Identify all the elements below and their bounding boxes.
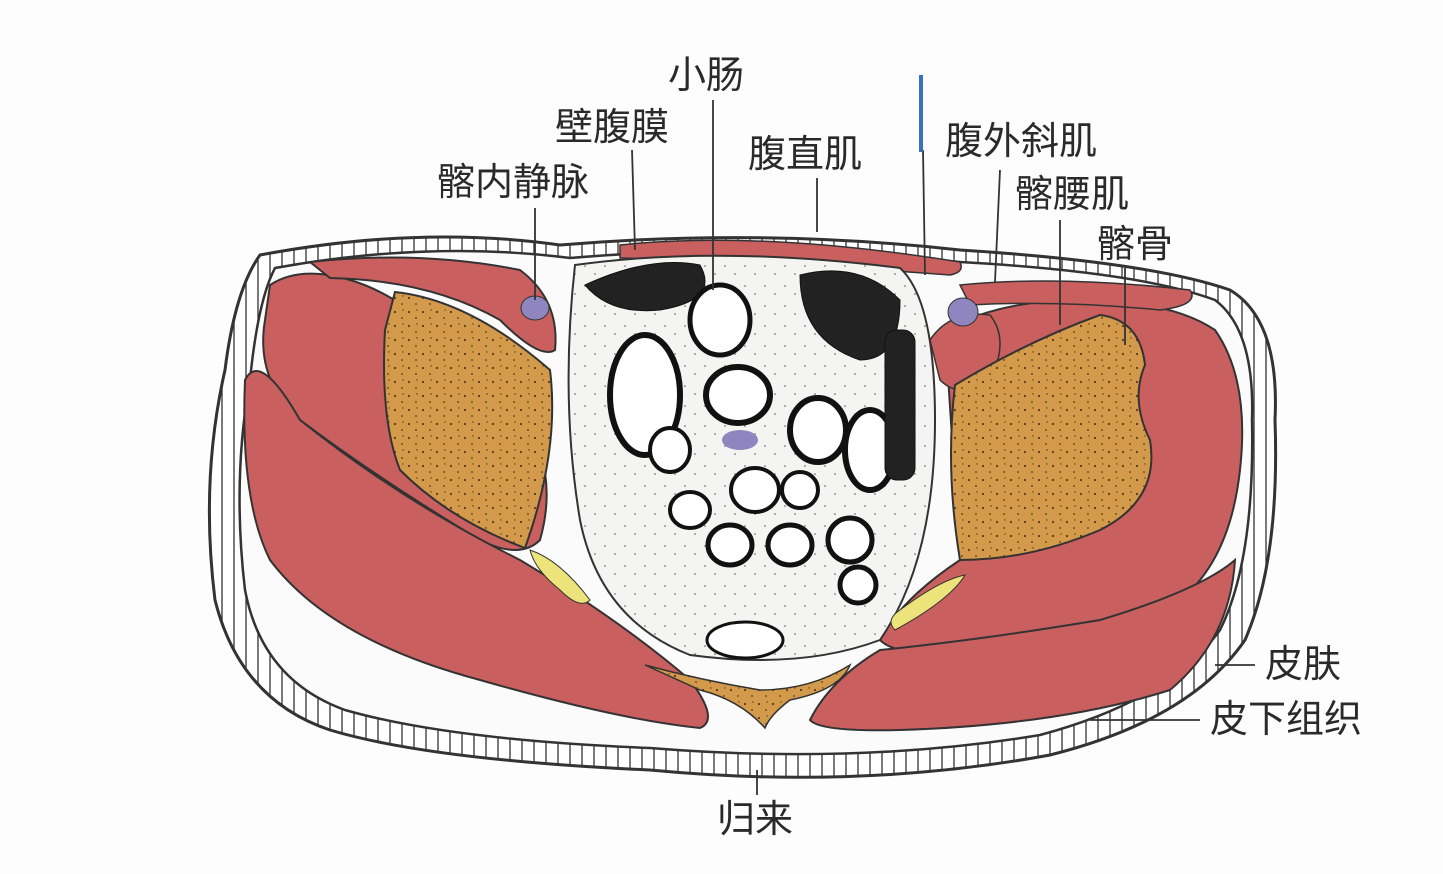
right-gluteus-medius — [808, 557, 1237, 732]
label-subcutaneous-tissue: 皮下组织 — [1210, 697, 1363, 741]
sacrum-coccyx — [644, 663, 852, 730]
right-internal-iliac-vein — [947, 297, 979, 327]
label-acupoint-guilai: 归来 — [717, 797, 794, 841]
label-parietal-peritoneum: 壁腹膜 — [555, 105, 670, 149]
right-ilium-bone — [950, 313, 1153, 562]
label-small-intestine: 小肠 — [668, 53, 745, 97]
central-vessel — [722, 430, 758, 450]
label-internal-iliac-vein: 髂内静脉 — [437, 160, 590, 204]
left-ilium-bone — [383, 290, 554, 550]
small-intestine-loops — [584, 262, 916, 660]
label-skin: 皮肤 — [1265, 642, 1342, 686]
right-nerve — [890, 574, 967, 631]
label-rectus-abdominis: 腹直肌 — [748, 132, 863, 176]
left-gluteus-medius — [243, 370, 709, 730]
label-iliopsoas: 髂腰肌 — [1015, 172, 1130, 216]
label-ilium: 髂骨 — [1097, 222, 1174, 266]
label-external-oblique: 腹外斜肌 — [945, 119, 1098, 163]
left-anterior-muscle — [307, 256, 557, 353]
leader-lines — [534, 100, 1255, 795]
left-nerve — [529, 549, 591, 604]
right-external-oblique — [958, 280, 1193, 311]
